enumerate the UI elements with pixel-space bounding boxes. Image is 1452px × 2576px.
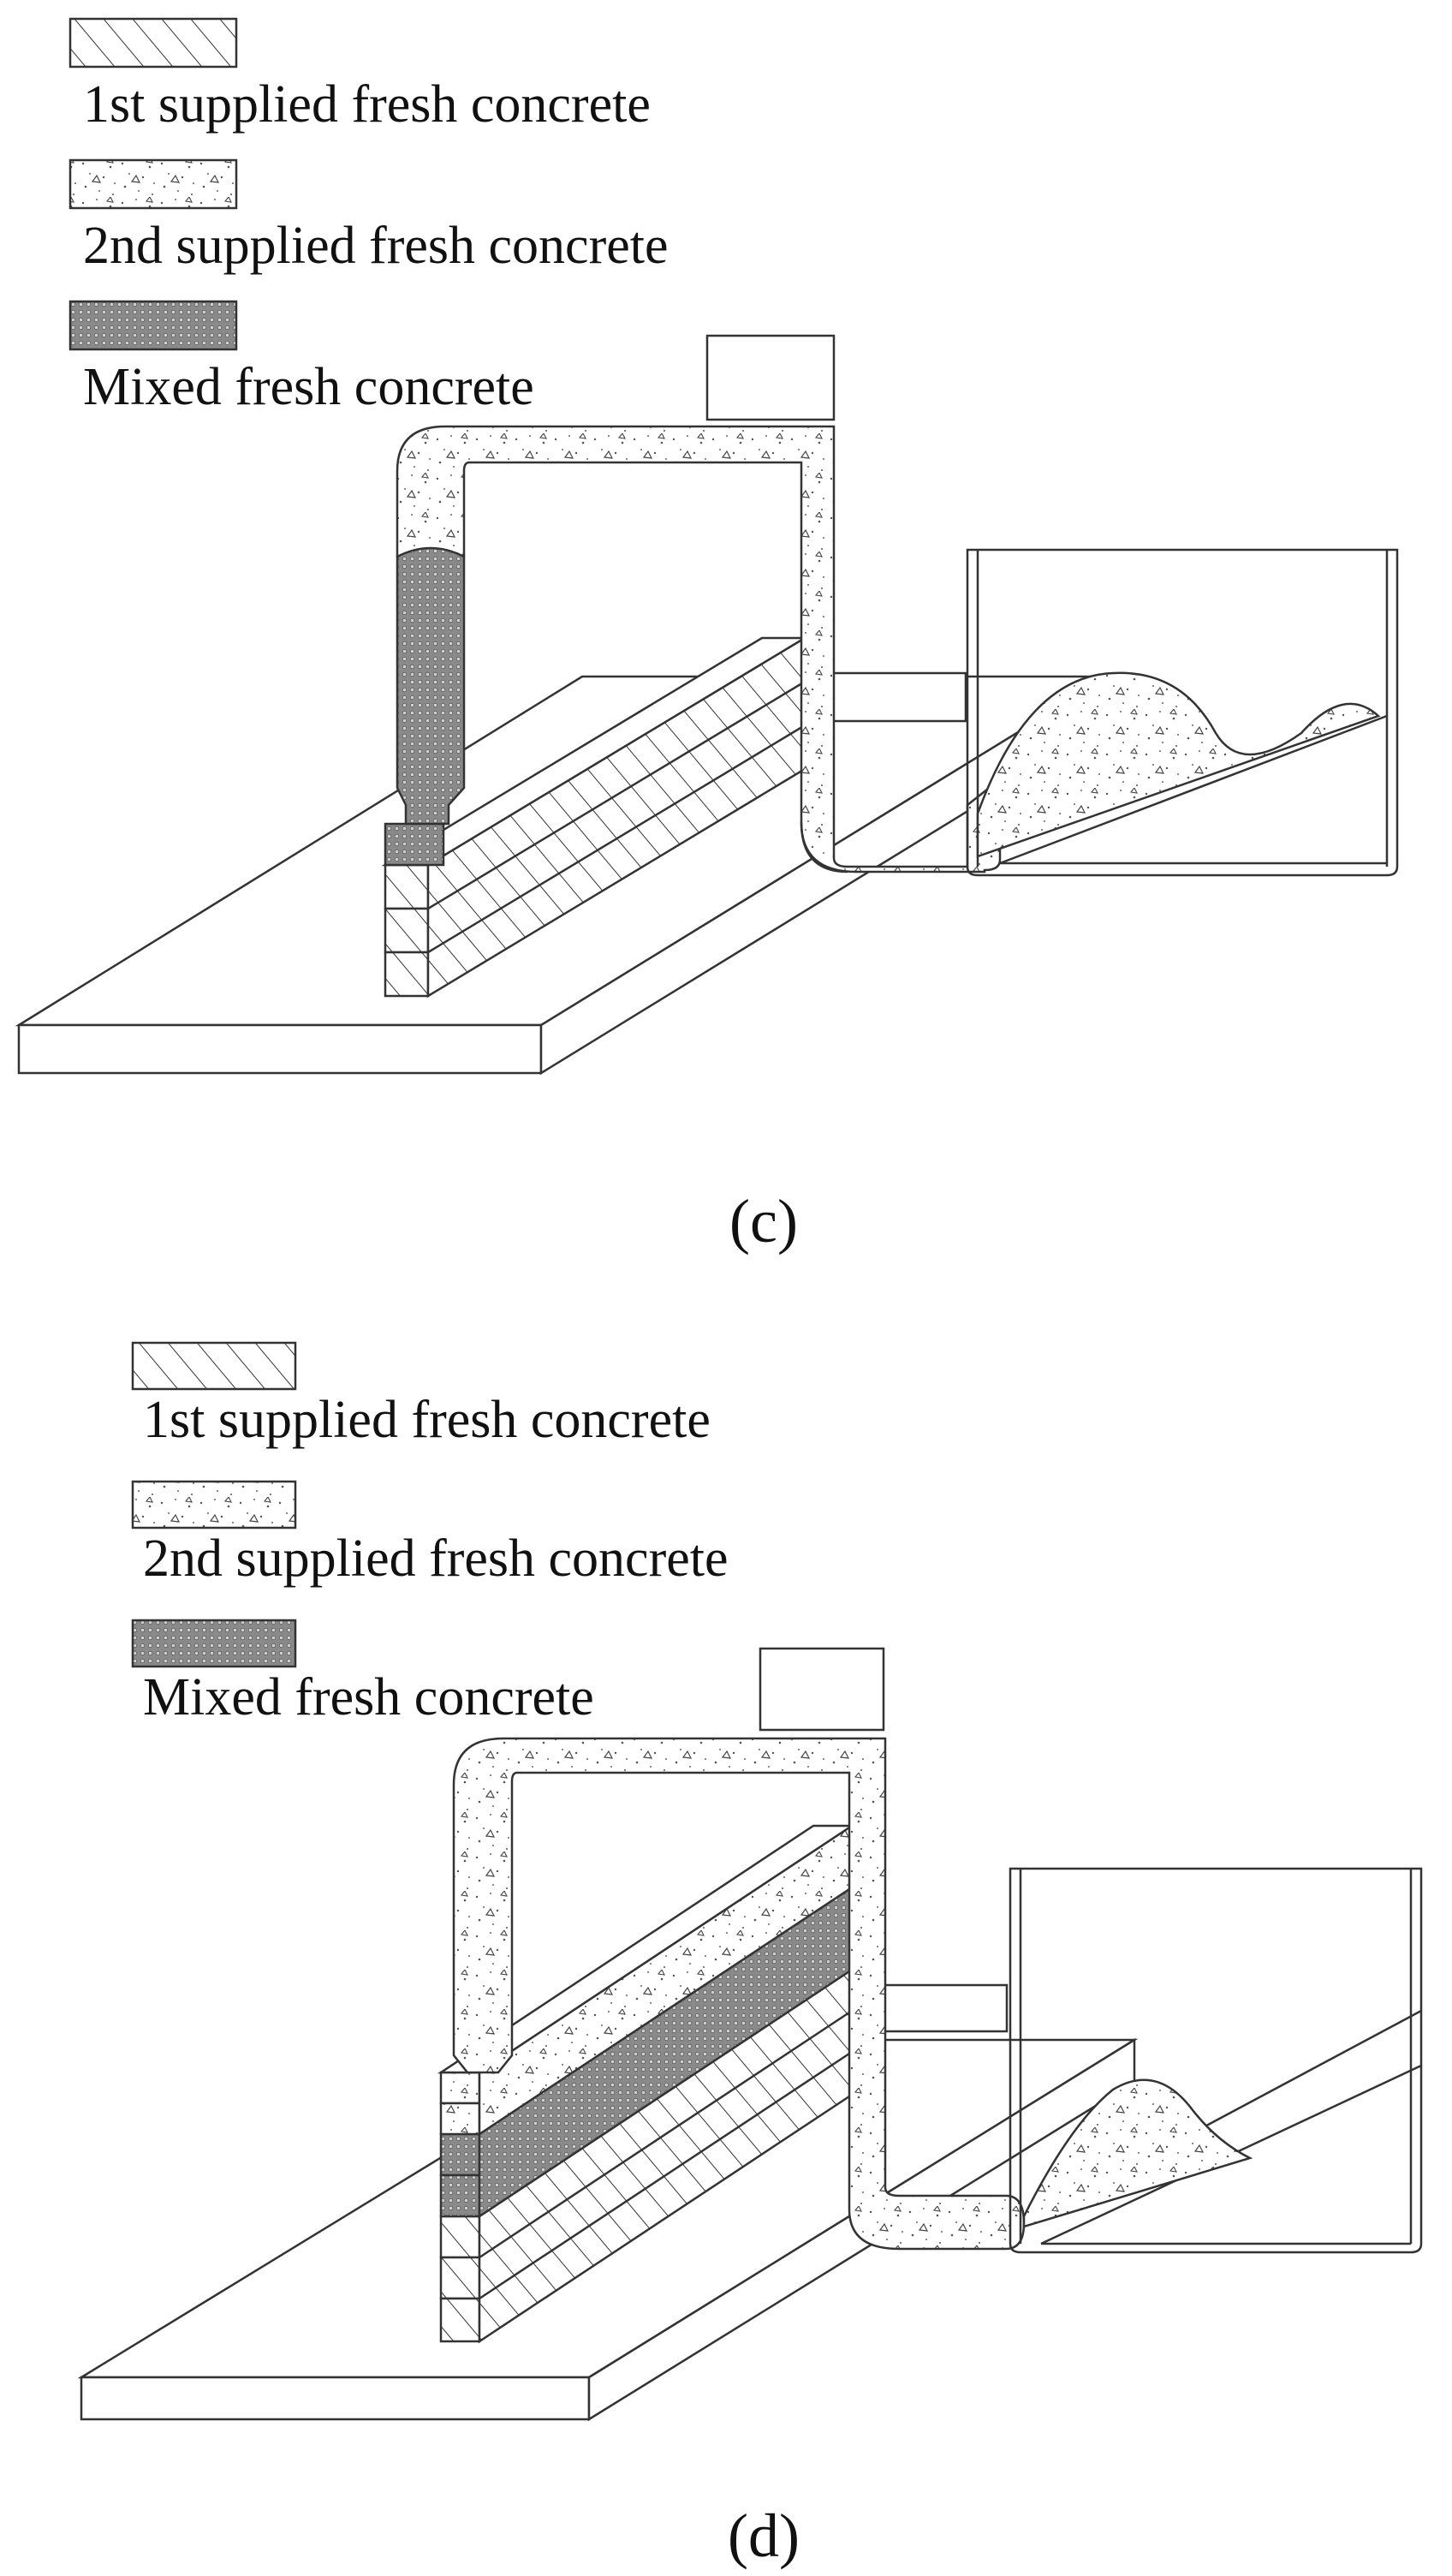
pipe-c	[396, 425, 1002, 874]
discharged-concrete-d	[1022, 2078, 1253, 2228]
bucket-c	[966, 548, 1399, 877]
mixed-segment-c	[384, 822, 445, 867]
legend-swatch-mesh	[131, 1619, 297, 1668]
legend-swatch-hatch	[68, 17, 238, 69]
legend-label-mixed: Mixed fresh concrete	[143, 1668, 594, 1726]
legend-swatch-dots	[68, 158, 238, 210]
legend-label-1st-supplied: 1st supplied fresh concrete	[83, 75, 651, 134]
caption-c: (c)	[729, 1187, 798, 1255]
hopper-box-d	[759, 1647, 885, 1732]
legend-label-1st-supplied: 1st supplied fresh concrete	[143, 1391, 711, 1449]
legend-swatch-dots	[131, 1480, 297, 1530]
printed-layers-side-d	[439, 2071, 481, 2343]
panel-c: 1st supplied fresh concrete 2nd supplied…	[15, 17, 1399, 1255]
legend-swatch-hatch	[131, 1341, 297, 1391]
legend-label-2nd-supplied: 2nd supplied fresh concrete	[83, 217, 668, 275]
legend-d: 1st supplied fresh concrete 2nd supplied…	[131, 1341, 728, 1726]
legend-swatch-mesh	[68, 300, 238, 351]
nozzle-column-c	[396, 546, 466, 826]
hopper-box-c	[705, 334, 836, 421]
pipe-stand-d	[880, 1983, 1009, 2033]
legend-label-mixed: Mixed fresh concrete	[83, 358, 534, 416]
discharged-concrete-c	[976, 671, 1381, 858]
bucket-d	[1009, 1867, 1423, 2254]
printed-layers-side-c	[384, 863, 430, 998]
caption-d: (d)	[728, 2501, 800, 2570]
pipe-stand-c	[827, 671, 967, 723]
panel-d: 1st supplied fresh concrete 2nd supplied…	[77, 1341, 1423, 2570]
legend-label-2nd-supplied: 2nd supplied fresh concrete	[143, 1530, 728, 1588]
legend-c: 1st supplied fresh concrete 2nd supplied…	[68, 17, 668, 416]
